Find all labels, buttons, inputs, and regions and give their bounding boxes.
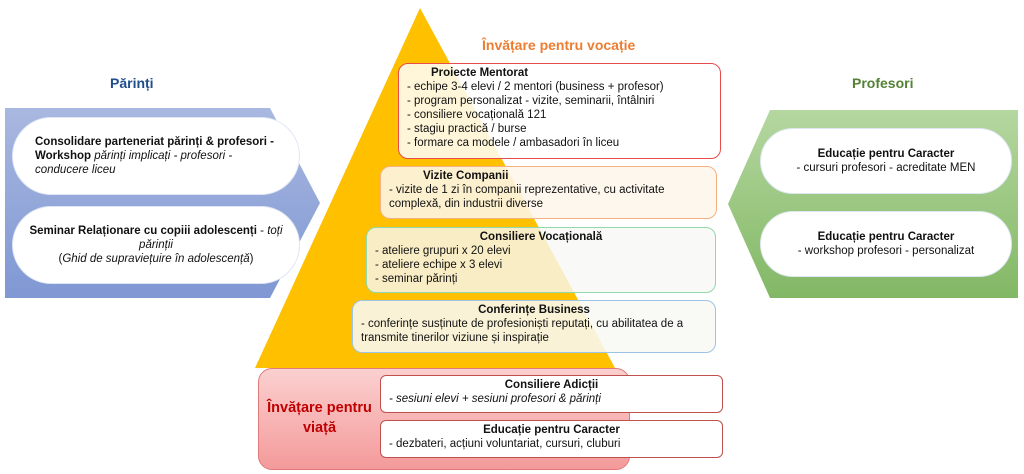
box-line: - stagiu practică / burse: [407, 123, 527, 135]
life-title: Învățare pentru viață: [267, 400, 372, 436]
caracter-box: Educație pentru Caracter - dezbateri, ac…: [380, 420, 723, 458]
box-line: - ateliere grupuri x 20 elevi: [375, 245, 511, 257]
box-line: - conferințe susținute de profesioniști …: [361, 318, 684, 344]
consiliere-vocationala-box: Consiliere Vocațională - ateliere grupur…: [366, 227, 716, 293]
card-title: Educație pentru Caracter: [817, 148, 955, 160]
box-line: - program personalizat - vizite, seminar…: [407, 95, 655, 107]
conferinte-box: Conferințe Business - conferințe susținu…: [352, 300, 716, 353]
box-line: - dezbateri, acțiuni voluntariat, cursur…: [389, 438, 621, 450]
card-text: - cursuri profesori - acreditate MEN: [796, 162, 976, 174]
box-line: - sesiuni elevi + sesiuni profesori & pă…: [389, 393, 601, 405]
parents-workshop-card: Consolidare parteneriat părinți & profes…: [12, 117, 300, 195]
box-line: - vizite de 1 zi în companii reprezentat…: [389, 184, 665, 210]
card-title: Educație pentru Caracter: [817, 231, 955, 243]
seminar-title: Seminar Relaționare cu copiii adolescenț…: [29, 225, 257, 237]
seminar-audience: toți părinții: [139, 225, 283, 251]
box-line: - ateliere echipe x 3 elevi: [375, 259, 503, 271]
teachers-course-card: Educație pentru Caracter - cursuri profe…: [760, 128, 1012, 194]
adictii-box: Consiliere Adicții - sesiuni elevi + ses…: [380, 375, 723, 413]
card-text: - workshop profesori - personalizat: [797, 245, 975, 257]
seminar-guide: Ghid de supraviețuire în adolescență: [62, 253, 250, 265]
teachers-workshop-card: Educație pentru Caracter - workshop prof…: [760, 211, 1012, 277]
parents-title: Părinți: [110, 75, 154, 91]
box-line: - formare ca modele / ambasadori în lice…: [407, 137, 620, 149]
box-title: Educație pentru Caracter: [483, 424, 620, 436]
workshop-participants: părinți implicați - profesori - conducer…: [35, 150, 233, 176]
box-title: Consiliere Vocațională: [479, 231, 603, 243]
paren: ): [249, 253, 254, 265]
box-line: - consiliere vocațională 121: [407, 109, 547, 121]
parents-seminar-card: Seminar Relaționare cu copiii adolescenț…: [12, 206, 300, 284]
separator: -: [256, 225, 268, 237]
vizite-box: Vizite Companii - vizite de 1 zi în comp…: [380, 166, 717, 219]
workshop-title: Consolidare parteneriat părinți & profes…: [35, 136, 274, 162]
mentorat-box: Proiecte Mentorat - echipe 3-4 elevi / 2…: [398, 63, 721, 159]
teachers-title: Profesori: [852, 75, 914, 91]
vocation-title: Învățare pentru vocație: [482, 37, 636, 53]
box-line: - echipe 3-4 elevi / 2 mentori (business…: [407, 81, 664, 93]
box-title: Proiecte Mentorat: [431, 67, 529, 79]
box-title: Consiliere Adicții: [504, 379, 599, 391]
box-title: Vizite Companii: [423, 170, 509, 182]
paren: (: [58, 253, 63, 265]
box-title: Conferințe Business: [478, 304, 590, 316]
box-line: - seminar părinți: [375, 273, 458, 285]
